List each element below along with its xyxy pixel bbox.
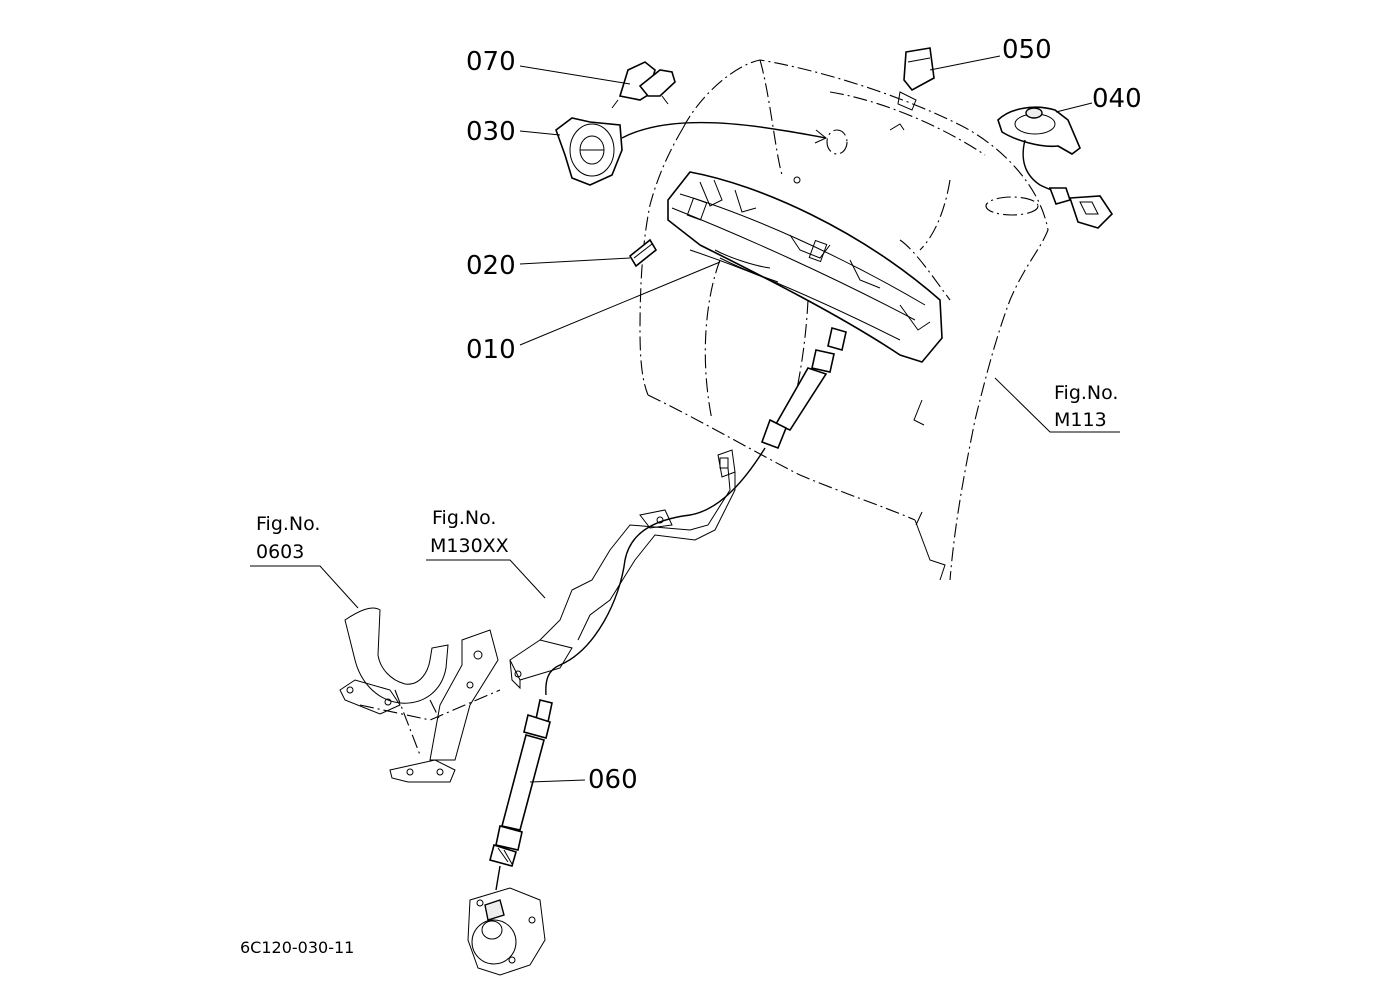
ref-0603-prefix: Fig.No. bbox=[256, 513, 320, 535]
drawing-code: 6C120-030-11 bbox=[240, 938, 354, 957]
rotary-switch bbox=[997, 106, 1114, 229]
callout-020: 020 bbox=[466, 251, 516, 281]
upper-meter-cable bbox=[545, 326, 847, 696]
ref-m130-code: M130XX bbox=[430, 535, 509, 557]
callout-leaders bbox=[250, 55, 1120, 783]
callout-030: 030 bbox=[466, 117, 516, 147]
ref-0603-code: 0603 bbox=[256, 541, 304, 563]
callout-040: 040 bbox=[1092, 84, 1142, 114]
ref-m113-prefix: Fig.No. bbox=[1054, 382, 1118, 404]
ignition-key bbox=[611, 61, 676, 109]
instrument-cluster bbox=[667, 171, 943, 363]
callout-050: 050 bbox=[1002, 35, 1052, 65]
callout-060: 060 bbox=[588, 765, 638, 795]
screw bbox=[628, 238, 658, 268]
lower-meter-cable bbox=[489, 699, 553, 891]
lamp-switch bbox=[889, 47, 935, 131]
dashboard-panel bbox=[639, 59, 1049, 581]
callout-labels: 070 030 050 040 020 010 060 bbox=[466, 35, 1142, 795]
callout-010: 010 bbox=[466, 335, 516, 365]
ref-m130-prefix: Fig.No. bbox=[432, 507, 496, 529]
support-bracket bbox=[509, 449, 736, 690]
callout-070: 070 bbox=[466, 47, 516, 77]
ignition-switch bbox=[555, 117, 827, 186]
drive-gearbox bbox=[467, 887, 546, 976]
mounting-bracket bbox=[339, 607, 501, 783]
figure-references: Fig.No. M113 Fig.No. 0603 Fig.No. M130XX bbox=[256, 382, 1118, 563]
ref-m113-code: M113 bbox=[1054, 409, 1107, 431]
